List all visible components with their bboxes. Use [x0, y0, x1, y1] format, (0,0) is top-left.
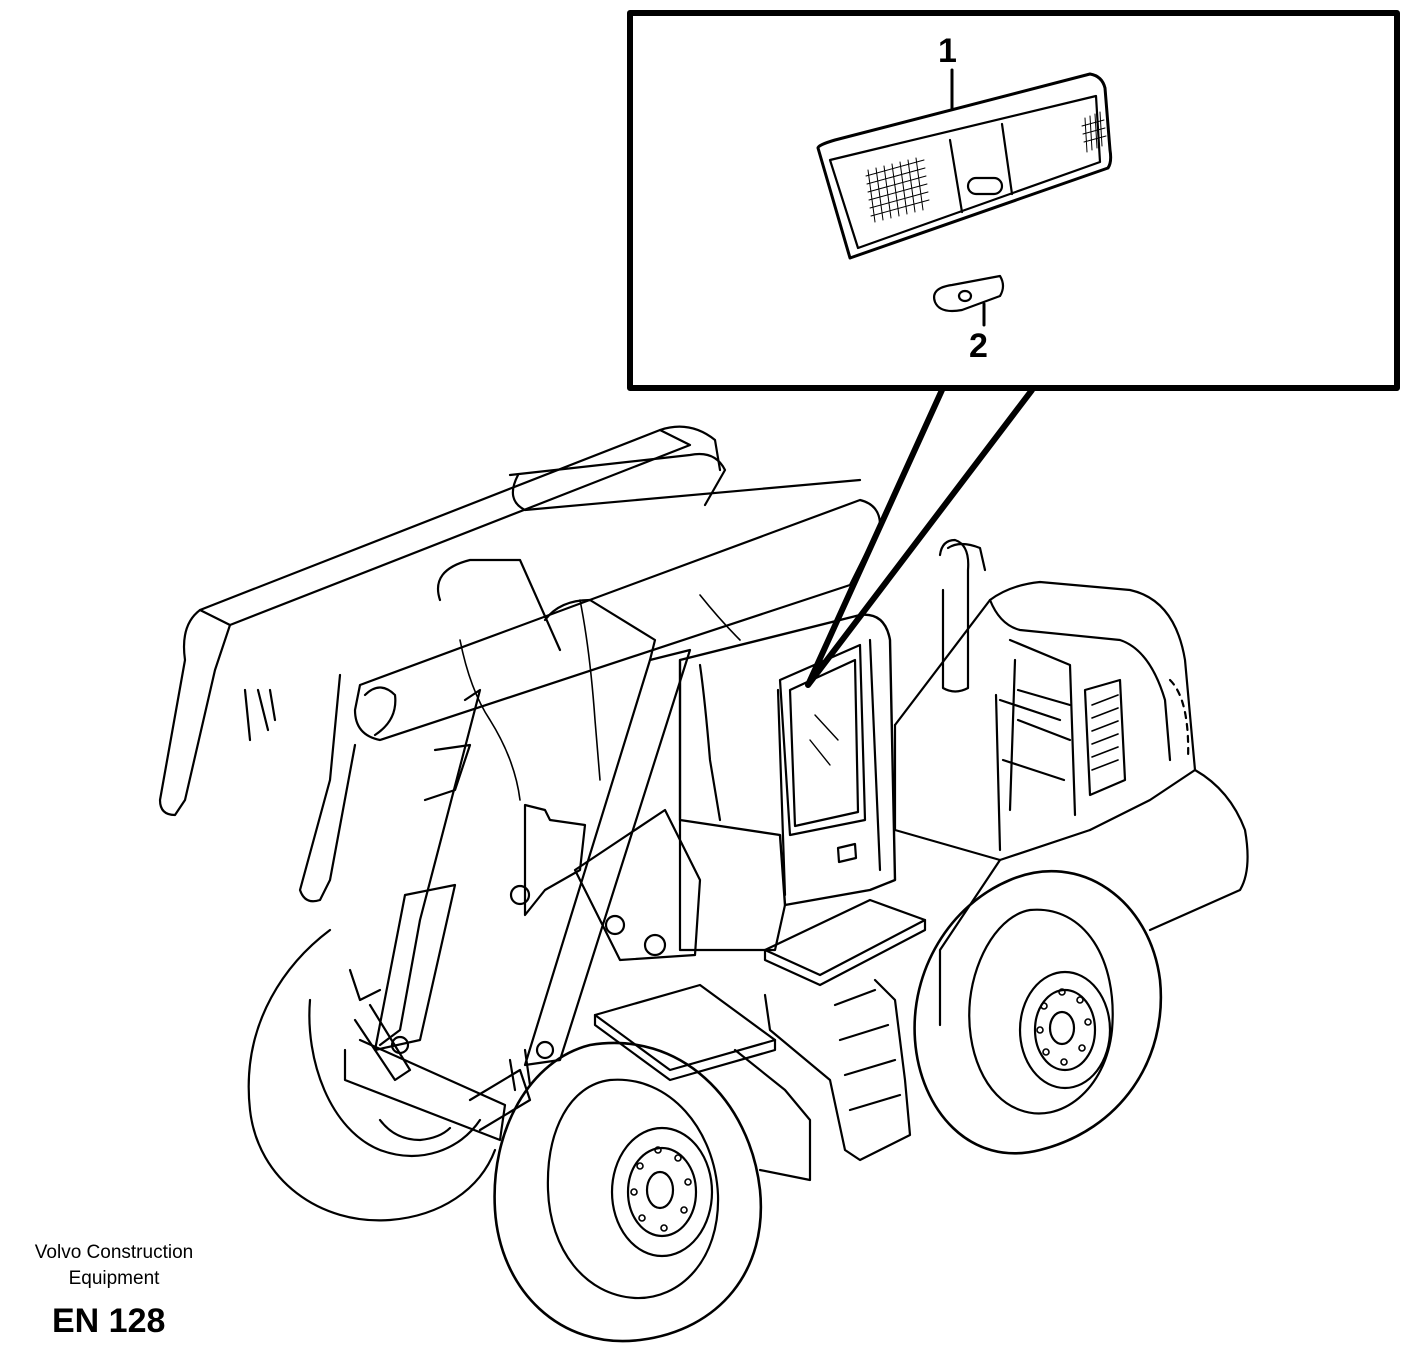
hoses	[459, 594, 741, 801]
cab	[678, 613, 897, 952]
cab-steps	[763, 898, 927, 1162]
brand-label: Volvo Construction Equipment	[14, 1240, 214, 1292]
detail-callout-box	[627, 10, 1400, 688]
tool-carrier	[343, 968, 555, 1142]
front-fender	[593, 983, 812, 1182]
engine-hood	[893, 580, 1249, 1027]
wheel-loader-drawing	[158, 425, 1249, 1343]
illustration-code: EN 128	[52, 1302, 166, 1340]
exhaust-stack	[938, 538, 987, 693]
rear-wheel	[913, 869, 1163, 1155]
callout-number-2: 2	[969, 327, 988, 365]
front-wheel	[493, 1041, 763, 1343]
brand-line-1: Volvo Construction	[34, 1242, 194, 1263]
lift-arm	[158, 425, 882, 903]
callout-number-1: 1	[938, 32, 957, 70]
bulb-drawing	[933, 274, 1005, 327]
lift-cylinders	[373, 648, 692, 1067]
interior-lamp-drawing	[816, 68, 1113, 260]
front-frame	[436, 558, 702, 962]
callout-leader	[805, 387, 1035, 688]
rear-left-wheel	[247, 928, 497, 1222]
railing	[994, 638, 1077, 852]
brand-line-2: Equipment	[68, 1268, 160, 1289]
